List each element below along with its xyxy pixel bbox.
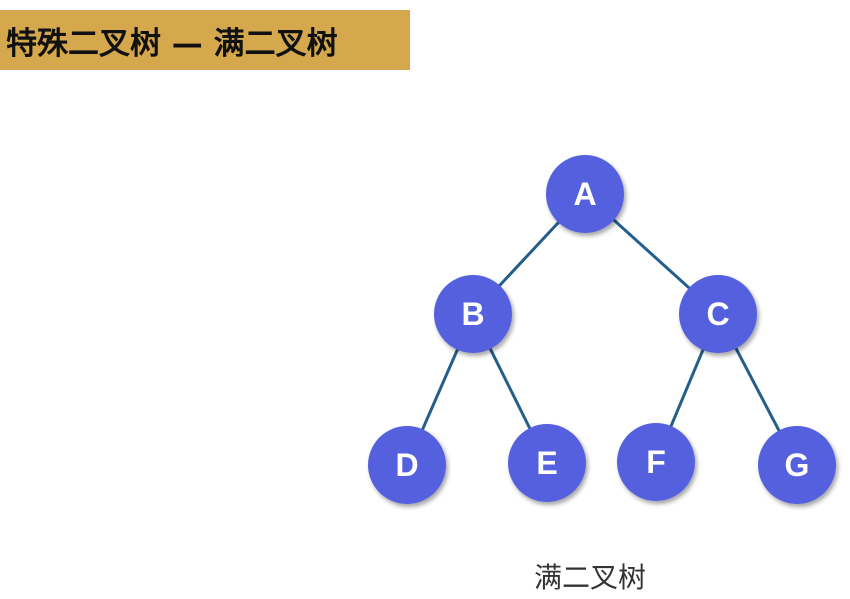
- node-circle: [434, 275, 512, 353]
- node-circle: [508, 424, 586, 502]
- tree-node-F: F: [617, 423, 695, 501]
- node-label: D: [395, 447, 418, 483]
- node-label: A: [573, 176, 596, 212]
- tree-node-D: D: [368, 426, 446, 504]
- tree-node-A: A: [546, 155, 624, 233]
- node-label: C: [706, 296, 729, 332]
- node-circle: [617, 423, 695, 501]
- node-circle: [679, 275, 757, 353]
- diagram-caption: 满二叉树: [533, 561, 646, 594]
- node-label: B: [461, 296, 484, 332]
- node-label: G: [785, 447, 810, 483]
- node-circle: [758, 426, 836, 504]
- tree-node-G: G: [758, 426, 836, 504]
- page-title: 特殊二叉树 — 满二叉树: [6, 25, 338, 62]
- tree-node-E: E: [508, 424, 586, 502]
- node-circle: [368, 426, 446, 504]
- node-label: F: [646, 444, 666, 480]
- tree-node-C: C: [679, 275, 757, 353]
- tree-node-B: B: [434, 275, 512, 353]
- node-label: E: [536, 445, 557, 481]
- title-banner: 特殊二叉树 — 满二叉树: [0, 10, 410, 70]
- node-circle: [546, 155, 624, 233]
- tree-nodes: A B C D E F G: [368, 155, 836, 504]
